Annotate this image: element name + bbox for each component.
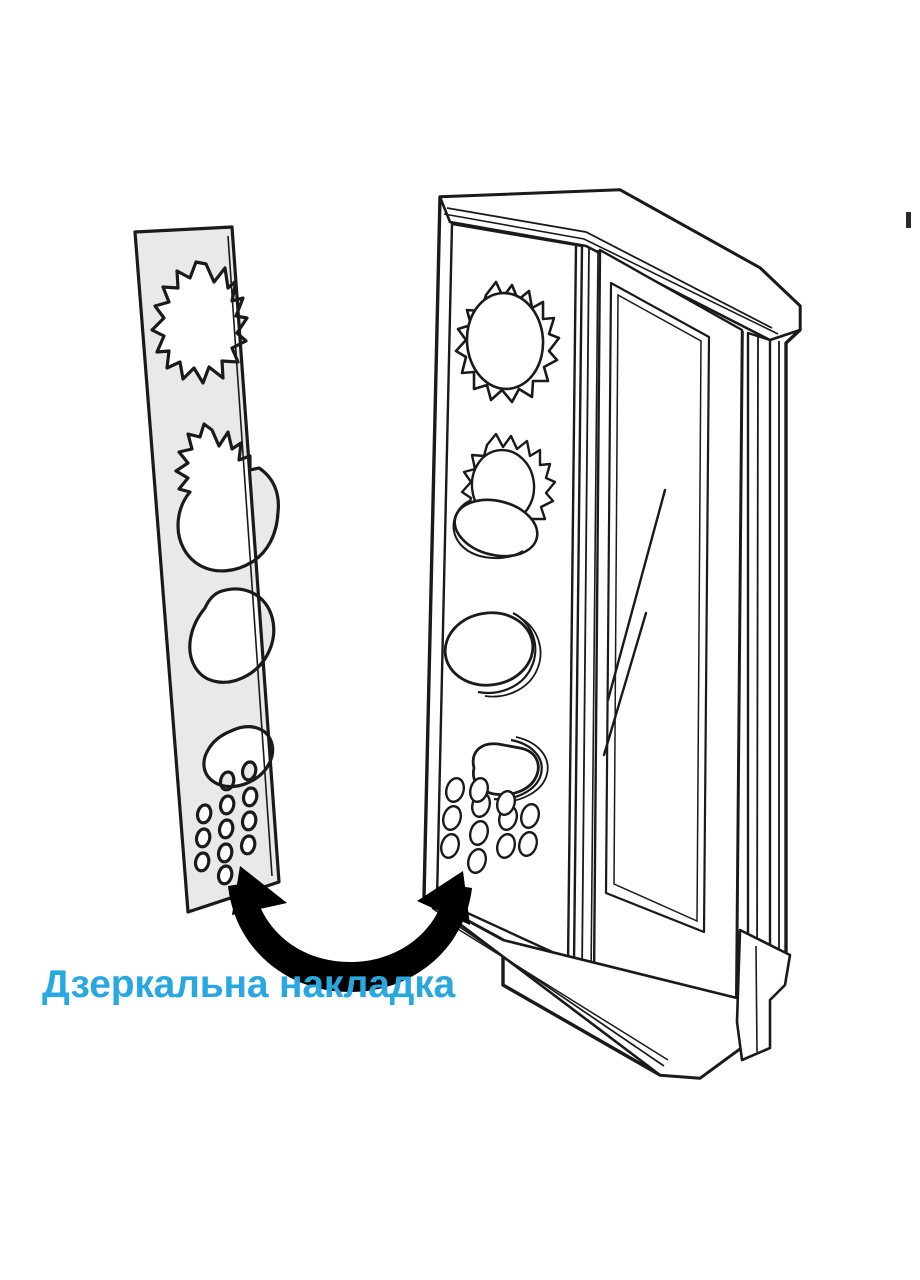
oven-side-face [746, 331, 772, 1008]
oven-foot-right-line [755, 945, 758, 1053]
oven-top-face-inner-line-2 [443, 213, 779, 335]
overlay-strip-body [133, 225, 281, 914]
caption-label: Дзеркальна накладка [42, 963, 456, 1006]
oven-left-edge-band [422, 198, 442, 898]
mode-dial-knob[interactable] [440, 607, 537, 691]
panel-door-divider-2 [581, 246, 590, 973]
panel-door-divider [566, 243, 578, 965]
oven-top-face-inner-line [446, 207, 773, 329]
power-dial-knob-lobe-shadow [452, 500, 524, 560]
double-headed-curved-arrow [228, 866, 472, 992]
caption-block: Дзеркальна накладка [42, 962, 602, 1012]
edge-tick-mark [906, 212, 911, 228]
door-window-frame-inner [613, 293, 702, 923]
overlay-strip-edge-highlight [227, 235, 273, 877]
timer-dial-knob[interactable] [464, 290, 547, 391]
oven-foot-right [735, 928, 792, 1062]
keypad-button[interactable] [468, 819, 491, 847]
oven-bottom-rail-inner [431, 907, 665, 1067]
mode-dial-knob-shadow [477, 612, 537, 694]
oven-side-face-line-3 [736, 330, 744, 1021]
control-panel-controls [439, 280, 561, 875]
door-window-frame [604, 281, 711, 934]
oven-side-face-line-1 [756, 336, 759, 989]
keypad[interactable] [439, 776, 542, 875]
keypad-button[interactable] [468, 776, 491, 804]
keypad-button[interactable] [495, 789, 518, 817]
microwave-oven [422, 188, 802, 1080]
arrow-body [228, 882, 472, 992]
oven-top-face [438, 188, 802, 342]
keypad-button[interactable] [517, 830, 540, 858]
mode-dial-knob-shadow-2 [484, 616, 542, 698]
keypad-button[interactable] [466, 847, 489, 875]
keypad-button[interactable] [519, 802, 542, 830]
door-glass-reflection-streak-1 [606, 488, 667, 702]
arrow-head-right [417, 871, 470, 925]
keypad-button[interactable] [439, 832, 462, 860]
keypad-button[interactable] [495, 832, 518, 860]
keypad-button[interactable] [444, 776, 467, 804]
mirror-overlay-strip [133, 225, 281, 914]
panel-door-divider-3 [590, 249, 599, 978]
oven-bottom-rail-inner-2 [436, 915, 669, 1061]
door-glass-reflection-streak-2 [602, 611, 648, 757]
display-window-shadow-2 [497, 736, 549, 803]
arrow-head-left [232, 866, 287, 915]
keypad-button[interactable] [441, 804, 464, 832]
